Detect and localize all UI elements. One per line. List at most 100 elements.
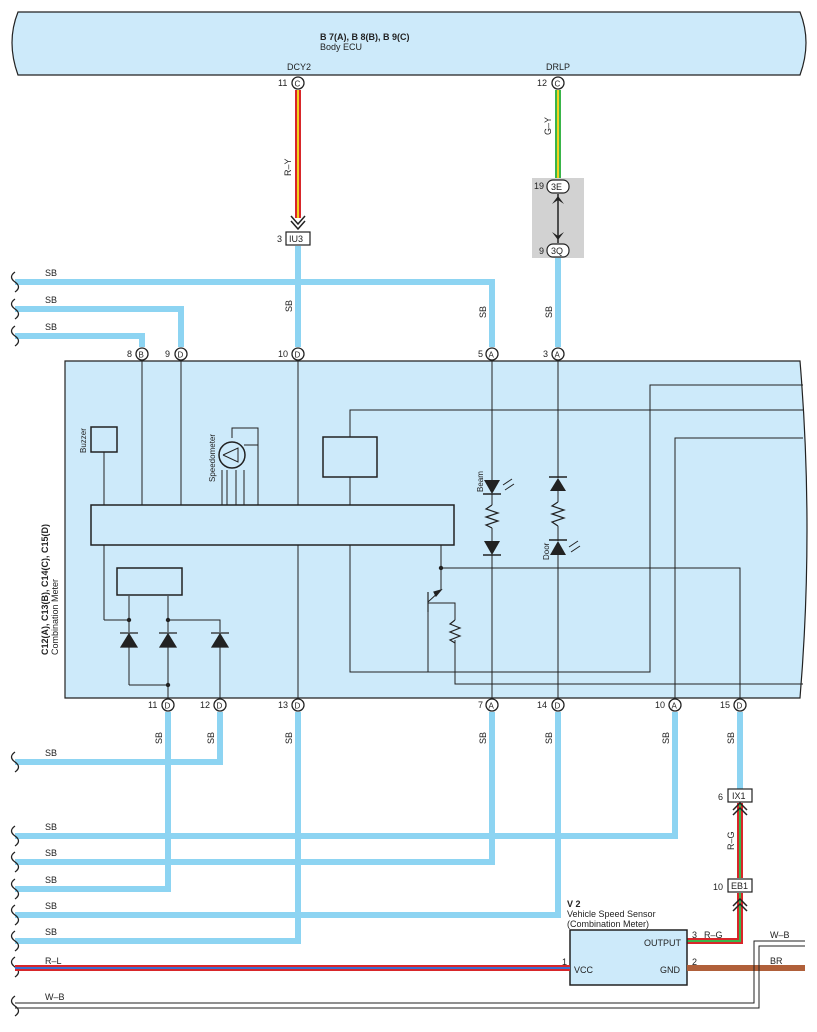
top-pin-no-9: 9	[165, 349, 170, 359]
top-pin-no-5: 5	[478, 349, 483, 359]
wire-label-rg-1: R–G	[726, 831, 736, 850]
sb-wires-bottom	[15, 712, 743, 944]
wire-label-sb-9: SB	[45, 848, 57, 858]
vehicle-speed-sensor	[569, 929, 688, 986]
wire-label-sb-2: SB	[45, 295, 57, 305]
wire-label-sb-12: SB	[45, 927, 57, 937]
e3-label: 3E	[551, 182, 562, 192]
sensor-code: V 2	[567, 899, 581, 909]
q3-label: 3Q	[551, 246, 563, 256]
diode-group	[119, 632, 230, 648]
meter-ic	[90, 504, 455, 546]
wire-label-sb-19: SB	[726, 732, 736, 744]
sensor-name: Vehicle Speed Sensor	[567, 909, 656, 919]
speedometer-icon	[218, 441, 246, 469]
top-pin-no-8: 8	[127, 349, 132, 359]
ix1-label: IX1	[732, 791, 746, 801]
wire-label-sb-15: SB	[284, 732, 294, 744]
junction-arrow-up	[552, 196, 564, 204]
wire-label-sb-8: SB	[45, 822, 57, 832]
ecu-conn-c-2: C	[555, 80, 561, 89]
ecu-pin-circle-11	[291, 76, 305, 90]
ix1-pin: 6	[718, 792, 723, 802]
bottom-pin-no-10: 10	[655, 700, 665, 710]
top-pin-conn-9: D	[178, 351, 184, 360]
top-pins: 8 B 9 D 10 D 5 A 3 A	[127, 347, 565, 361]
bottom-pin-conn-10: A	[672, 702, 678, 711]
wire-label-wb-2: W–B	[45, 992, 65, 1002]
bottom-pin-conn-7: A	[489, 702, 495, 711]
bottom-pin-no-15: 15	[720, 700, 730, 710]
sensor-gnd-label: GND	[660, 965, 681, 975]
wire-rg-output	[687, 893, 748, 944]
pin-name-drlp: DRLP	[546, 62, 570, 72]
sensor-pin-output: 3	[692, 930, 697, 940]
bottom-pin-no-12: 12	[200, 700, 210, 710]
ecu-pin-12: 12	[537, 78, 547, 88]
wire-breaks-left-bottom	[10, 751, 20, 1017]
sensor-pin-vcc: 1	[562, 957, 567, 967]
sensor-pin-gnd: 2	[692, 957, 697, 967]
wire-label-sb-13: SB	[154, 732, 164, 744]
pin-name-dcy2: DCY2	[287, 62, 311, 72]
bottom-pin-conn-11: D	[165, 702, 171, 711]
bottom-pin-no-11: 11	[148, 700, 157, 710]
wire-label-sb-7: SB	[45, 748, 57, 758]
wire-label-sb-1: SB	[45, 268, 57, 278]
junction-arrow-down	[552, 232, 564, 240]
meter-module	[322, 436, 378, 478]
bottom-pins: 11 D 12 D 13 D 7 A 14 D 10 A 15 D	[148, 698, 747, 712]
wire-label-rl: R–L	[45, 956, 62, 966]
wire-wb	[15, 940, 805, 1009]
top-pin-conn-5: A	[489, 351, 495, 360]
top-pin-conn-8: B	[139, 351, 144, 360]
eb1-connector	[727, 878, 753, 893]
buzzer-label: Buzzer	[79, 428, 88, 453]
bottom-pin-conn-12: D	[217, 702, 223, 711]
buzzer	[90, 426, 118, 453]
eb1-pin: 10	[713, 882, 723, 892]
resistor-transistor	[448, 619, 462, 644]
q3-connector	[546, 243, 570, 258]
wire-label-sb-11: SB	[45, 901, 57, 911]
wire-label-sb-16: SB	[478, 732, 488, 744]
q3-pin: 9	[539, 246, 544, 256]
e3-pin: 19	[534, 181, 544, 191]
wire-label-ry: R–Y	[283, 158, 293, 176]
top-pin-no-10: 10	[278, 349, 288, 359]
bottom-pin-conn-15: D	[737, 702, 743, 711]
wire-label-sb-3: SB	[45, 322, 57, 332]
bottom-pin-no-7: 7	[478, 700, 483, 710]
sensor-output-label: OUTPUT	[644, 938, 682, 948]
ecu-pin-11: 11	[278, 78, 287, 88]
door-led-icon	[549, 476, 581, 555]
body-ecu-name: Body ECU	[320, 42, 362, 52]
meter-name: Combination Meter	[50, 579, 60, 655]
wire-label-wb-1: W–B	[770, 930, 790, 940]
wire-label-sb-14: SB	[206, 732, 216, 744]
bottom-pin-conn-13: D	[295, 702, 301, 711]
beam-label: Beam	[476, 471, 485, 492]
junction-dots	[126, 565, 444, 688]
door-label: Door	[542, 542, 551, 560]
body-ecu-box	[11, 11, 807, 76]
wire-rg-vertical	[732, 801, 748, 878]
wire-label-gy: G–Y	[543, 117, 553, 135]
wire-label-sb-6: SB	[544, 306, 554, 318]
eb1-label: EB1	[731, 881, 748, 891]
sensor-vcc-label: VCC	[574, 965, 594, 975]
wire-label-sb-18: SB	[661, 732, 671, 744]
bottom-pin-no-14: 14	[537, 700, 547, 710]
wire-label-sb-10: SB	[45, 875, 57, 885]
sb-wires-top	[15, 246, 561, 347]
body-ecu-codes: B 7(A), B 8(B), B 9(C)	[320, 32, 410, 42]
ecu-pin-circle-12	[551, 76, 565, 90]
wire-label-sb-5: SB	[478, 306, 488, 318]
top-pin-conn-10: D	[295, 351, 301, 360]
meter-internal-lines	[103, 361, 803, 698]
wire-label-sb-4: SB	[284, 300, 294, 312]
wire-label-sb-17: SB	[544, 732, 554, 744]
bottom-pin-conn-14: D	[555, 702, 561, 711]
meter-driver	[116, 567, 183, 596]
